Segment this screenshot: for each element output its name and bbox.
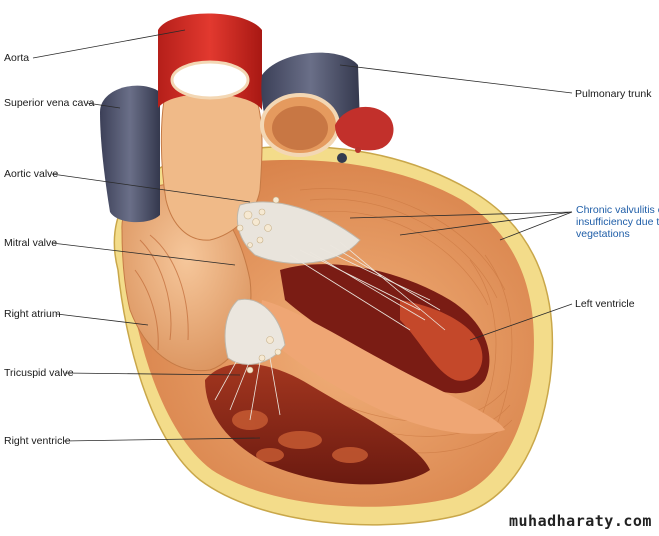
left-papillary-muscle [400,300,483,381]
label-right-ventricle: Right ventricle [4,435,71,447]
label-aorta: Aorta [4,52,30,64]
label-tricuspid-valve: Tricuspid valve [4,367,74,379]
label-right-atrium: Right atrium [4,308,61,320]
label-left-ventricle: Left ventricle [575,298,635,310]
chordae-right [214,354,281,421]
trabeculae [232,410,368,463]
chordae-left [289,241,446,331]
label-vegetations-1: Chronic valvulitis or [576,204,659,216]
left-auricle [335,106,394,151]
watermark: muhadharaty.com [509,512,652,530]
label-pulmonary-trunk: Pulmonary trunk [575,88,652,100]
aorta-lumen [170,60,250,100]
tricuspid-leaflets [224,298,286,365]
label-aortic-valve: Aortic valve [4,168,59,180]
superior-vena-cava [100,85,160,223]
label-mitral-valve: Mitral valve [4,237,58,249]
valve-vegetations [236,196,280,248]
leader-lines [32,29,573,442]
label-superior-vena-cava: Superior vena cava [4,97,95,109]
label-vegetations-3: vegetations [576,228,630,240]
pectinate-muscles [134,234,189,351]
label-vegetations-2: insufficiency due to [576,216,659,228]
septum [258,300,505,434]
mitral-leaflets [236,201,361,264]
